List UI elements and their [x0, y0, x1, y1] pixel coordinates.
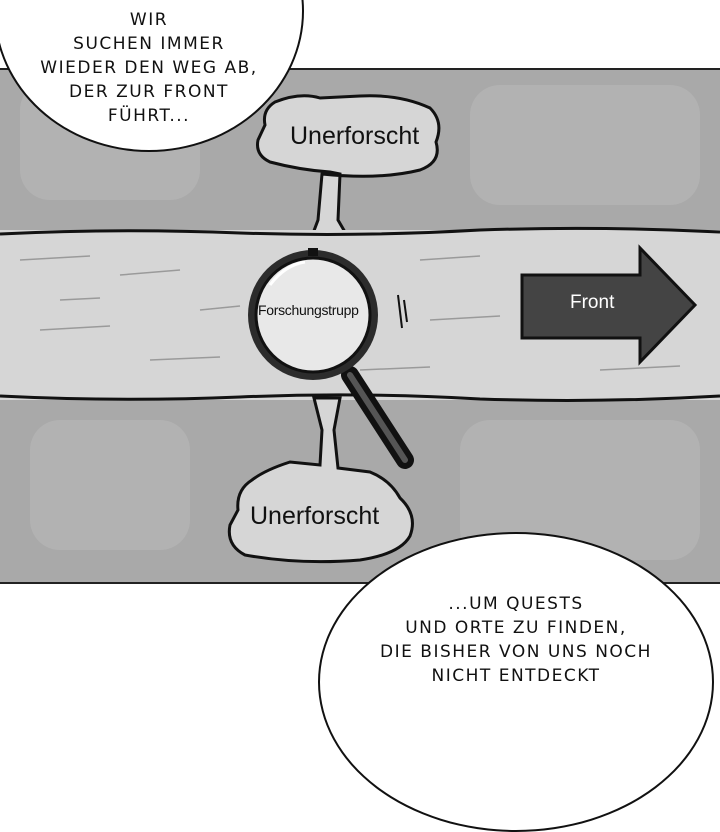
- motion-marks: [397, 294, 408, 329]
- magnifier-icon: [248, 248, 414, 469]
- speech-line: NICHT ENTDECKT: [431, 666, 601, 686]
- speech-line: DIE BISHER VON UNS NOCH: [380, 642, 652, 662]
- unexplored-region-bottom: [227, 396, 414, 564]
- speech-bubble-top: WIR SUCHEN IMMER WIEDER DEN WEG AB, DER …: [0, 0, 304, 152]
- region-label-bottom: Unerforscht: [250, 502, 380, 530]
- speech-line: SUCHEN IMMER: [73, 34, 225, 54]
- unexplored-region-top: [256, 94, 441, 238]
- arrow-label: Front: [570, 292, 615, 313]
- speech-line: WIEDER DEN WEG AB,: [40, 58, 258, 78]
- speech-line: ...UM QUESTS: [448, 594, 584, 614]
- speech-text-bottom: ...UM QUESTS UND ORTE ZU FINDEN, DIE BIS…: [380, 592, 652, 688]
- speech-line: UND ORTE ZU FINDEN,: [405, 618, 627, 638]
- marker-label: Forschungstrupp: [258, 302, 359, 318]
- speech-line: FÜHRT...: [107, 106, 191, 126]
- region-label-top: Unerforscht: [290, 122, 420, 150]
- front-arrow: [520, 244, 698, 366]
- road-texture: [19, 255, 681, 371]
- road-edge-top: [0, 226, 720, 236]
- map-drawing: [0, 80, 720, 564]
- speech-text-top: WIR SUCHEN IMMER WIEDER DEN WEG AB, DER …: [40, 8, 257, 128]
- map-panel: Unerforscht Unerforscht Forschungstrupp …: [0, 68, 720, 584]
- speech-line: DER ZUR FRONT: [69, 82, 229, 102]
- speech-bubble-bottom: ...UM QUESTS UND ORTE ZU FINDEN, DIE BIS…: [318, 532, 714, 832]
- speech-line: WIR: [129, 10, 169, 30]
